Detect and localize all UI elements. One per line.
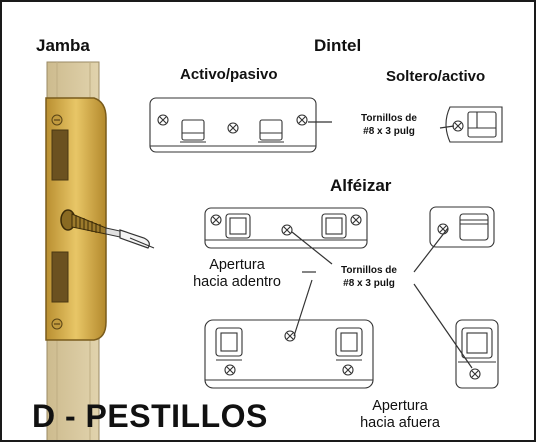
leader-lines-sill <box>291 227 473 369</box>
screws-note-sill: Tornillos de #8 x 3 pulg <box>320 264 418 290</box>
outswing-note: Apertura hacia afuera <box>338 398 462 432</box>
inswing-note: Apertura hacia adentro <box>178 257 296 291</box>
header-active-passive-plate <box>149 97 317 153</box>
screws-note-header: Tornillos de #8 x 3 pulg <box>336 112 442 138</box>
sill-inswing-single-plate <box>429 206 495 248</box>
sill-outswing-single-plate <box>455 319 499 389</box>
sill-inswing-active-passive-plate <box>204 207 368 249</box>
screw-and-screwdriver <box>60 209 155 249</box>
inswing-note-line2: hacia adentro <box>193 274 281 290</box>
screws-note-header-line2: #8 x 3 pulg <box>363 126 415 137</box>
active-passive-label: Activo/pasivo <box>180 66 278 83</box>
single-active-label: Soltero/activo <box>386 68 486 85</box>
outswing-note-line2: hacia afuera <box>360 415 440 431</box>
sill-outswing-active-passive-plate <box>204 319 374 389</box>
header-single-active-plate <box>445 106 503 143</box>
outswing-note-line1: Apertura <box>372 398 428 414</box>
screws-note-header-line1: Tornillos de <box>361 113 417 124</box>
inswing-note-line1: Apertura <box>209 257 265 273</box>
section-title: D - PESTILLOS <box>32 398 268 434</box>
jamb-label: Jamba <box>36 36 90 55</box>
leader-line-header-right <box>439 125 455 129</box>
header-label: Dintel <box>314 36 362 55</box>
sill-label: Alféizar <box>330 176 392 195</box>
screws-note-sill-line1: Tornillos de <box>341 265 397 276</box>
screws-note-sill-line2: #8 x 3 pulg <box>343 278 395 289</box>
